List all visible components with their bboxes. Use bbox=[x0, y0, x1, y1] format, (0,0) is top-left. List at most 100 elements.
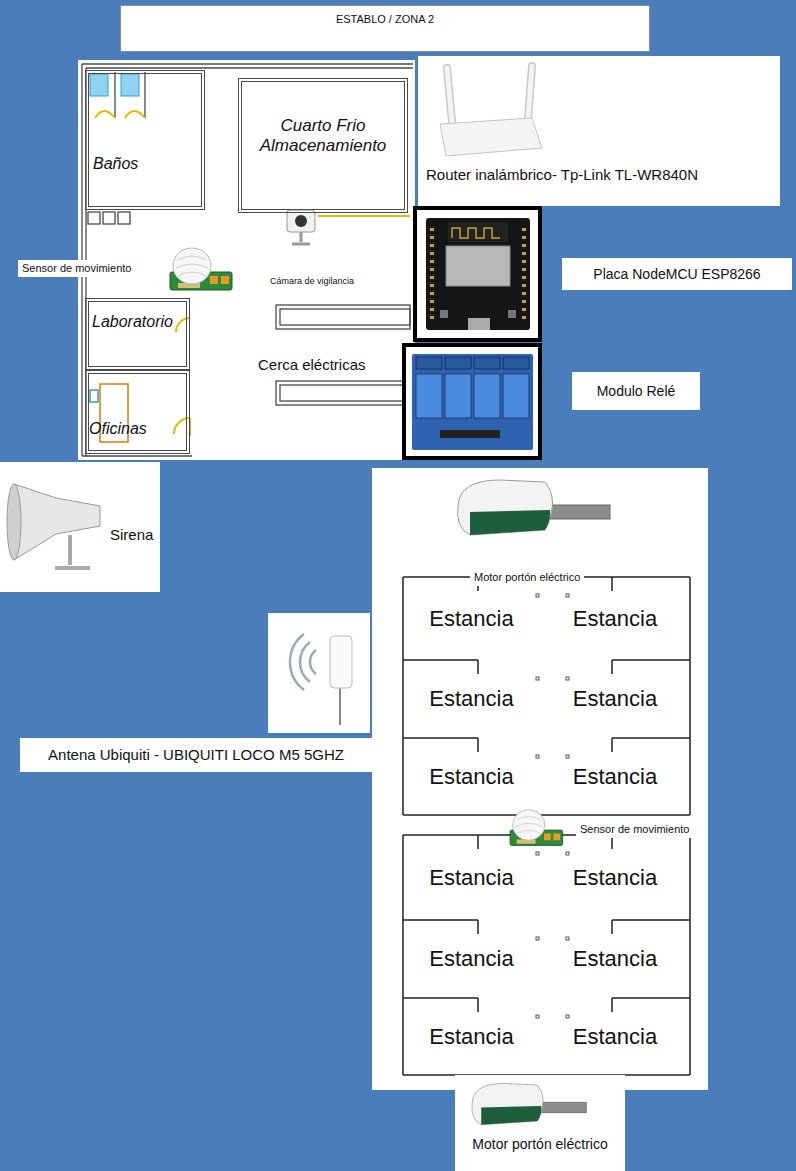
router-icon-part bbox=[528, 66, 532, 120]
stall-label: Estancia bbox=[429, 686, 513, 711]
stall-grid-part bbox=[403, 577, 690, 815]
motor-panel: Motor portón eléctrico bbox=[455, 1075, 625, 1171]
stall-cell: Estancia bbox=[540, 998, 690, 1075]
router-icon bbox=[440, 66, 542, 156]
motor-label: Motor portón eléctrico bbox=[470, 569, 584, 586]
stall-grid-part bbox=[478, 835, 612, 1012]
stall-label: Estancia bbox=[429, 764, 513, 789]
white-panels-part bbox=[372, 468, 708, 1090]
motor-label: Motor portón eléctrico bbox=[455, 1136, 625, 1152]
antenna-icon bbox=[290, 634, 352, 725]
camera-icon-part bbox=[287, 210, 315, 232]
relay-module-part bbox=[440, 430, 500, 438]
stall-marks bbox=[536, 594, 569, 1018]
relay-module bbox=[404, 345, 540, 458]
white-panels-part bbox=[418, 56, 780, 206]
white-panels-part bbox=[0, 462, 160, 592]
stall-marks-part bbox=[536, 594, 539, 597]
stall-cell: Estancia bbox=[540, 738, 690, 815]
white-panels-part bbox=[268, 613, 370, 733]
door-swings-part bbox=[318, 215, 410, 217]
room: Laboratorio bbox=[85, 298, 190, 370]
label-box: Modulo Relé bbox=[572, 372, 700, 410]
room: Baños bbox=[85, 70, 205, 210]
antenna-icon-part bbox=[339, 688, 341, 725]
nodemcu-board-part bbox=[508, 310, 516, 318]
device-label: Sirena bbox=[110, 526, 153, 543]
floor-walls-part bbox=[118, 212, 130, 224]
antenna-icon-part bbox=[290, 634, 316, 690]
camera-icon bbox=[287, 210, 315, 244]
camera-label: Cámara de vigilancia bbox=[270, 276, 354, 286]
relay-module-part bbox=[474, 374, 500, 418]
nodemcu-board-part bbox=[440, 310, 448, 318]
stall-label: Estancia bbox=[573, 606, 657, 631]
floor-walls-part bbox=[82, 64, 413, 68]
siren-icon-part bbox=[14, 484, 100, 560]
floor-walls-part bbox=[115, 72, 145, 118]
gate-motor-icon bbox=[472, 1084, 586, 1125]
sensor-label: Sensor de movimiento bbox=[576, 821, 693, 838]
stall-cell: Estancia bbox=[403, 835, 540, 920]
stall-label: Estancia bbox=[573, 764, 657, 789]
router-icon-part bbox=[447, 68, 452, 122]
room: Cuarto Frio Almacenamiento bbox=[238, 78, 408, 213]
stall-label: Estancia bbox=[429, 1024, 513, 1049]
stall-marks-part bbox=[536, 852, 539, 855]
siren-icon-part bbox=[55, 535, 90, 568]
relay-module-part bbox=[474, 357, 500, 369]
stall-cell: Estancia bbox=[540, 835, 690, 920]
stall-marks-part bbox=[566, 755, 569, 758]
stall-label: Estancia bbox=[429, 946, 513, 971]
device-label: Antena Ubiquiti - UBIQUITI LOCO M5 5GHZ bbox=[48, 746, 344, 763]
stall-grid-part bbox=[403, 835, 690, 1075]
relay-module-part bbox=[503, 357, 529, 369]
room-label: Baños bbox=[93, 155, 138, 173]
nodemcu-board bbox=[415, 208, 540, 340]
router-icon-part bbox=[447, 68, 452, 122]
floor-walls-part bbox=[276, 381, 410, 405]
nodemcu-board-part bbox=[468, 318, 490, 330]
white-panels bbox=[0, 56, 780, 1090]
stall-cell: Estancia bbox=[403, 577, 540, 660]
pir-sensor-icon bbox=[170, 248, 232, 290]
siren-icon-part bbox=[7, 484, 21, 560]
room-label: Cuarto Frio Almacenamiento bbox=[242, 116, 404, 155]
stall-marks-part bbox=[566, 1015, 569, 1018]
stall-label: Estancia bbox=[573, 686, 657, 711]
router-icon-part bbox=[440, 118, 542, 156]
door-swings-part bbox=[125, 111, 145, 118]
nodemcu-board-part bbox=[426, 218, 530, 330]
siren-panel: Sirena bbox=[0, 462, 160, 592]
relay-module-part bbox=[412, 354, 533, 450]
stall-cell: Estancia bbox=[403, 660, 540, 738]
toilet-symbols-part bbox=[90, 74, 108, 96]
floor-walls-part bbox=[280, 309, 410, 325]
room-label: Laboratorio bbox=[92, 313, 173, 331]
floor-walls-part bbox=[280, 385, 410, 401]
door-swings-part bbox=[95, 111, 115, 118]
device-label: Placa NodeMCU ESP8266 bbox=[593, 266, 760, 282]
stall-marks-part bbox=[566, 852, 569, 855]
room-label: Oficinas bbox=[89, 420, 147, 438]
floor-walls-part bbox=[88, 212, 100, 224]
pir-sensor-icon bbox=[510, 810, 563, 846]
motor-panel bbox=[455, 1075, 625, 1171]
stall-label: Estancia bbox=[429, 865, 513, 890]
stall-marks-part bbox=[566, 677, 569, 680]
nodemcu-board-part bbox=[432, 228, 524, 324]
nodemcu-board-part bbox=[446, 246, 510, 286]
floor-walls-part bbox=[103, 212, 115, 224]
stall-cell: Estancia bbox=[403, 998, 540, 1075]
title-box: ESTABLO / ZONA 2 bbox=[120, 5, 650, 52]
relay-module-part bbox=[445, 357, 471, 369]
antenna-icon-part bbox=[330, 636, 352, 688]
stable-panel: Motor portón eléctricoSensor de movimien… bbox=[372, 468, 708, 1090]
relay-module-part bbox=[445, 374, 471, 418]
relay-module-part bbox=[503, 374, 529, 418]
stall-cell: Estancia bbox=[403, 738, 540, 815]
room: Oficinas bbox=[85, 370, 190, 454]
relay-module-part bbox=[416, 357, 442, 369]
relay-module-part bbox=[416, 374, 442, 418]
